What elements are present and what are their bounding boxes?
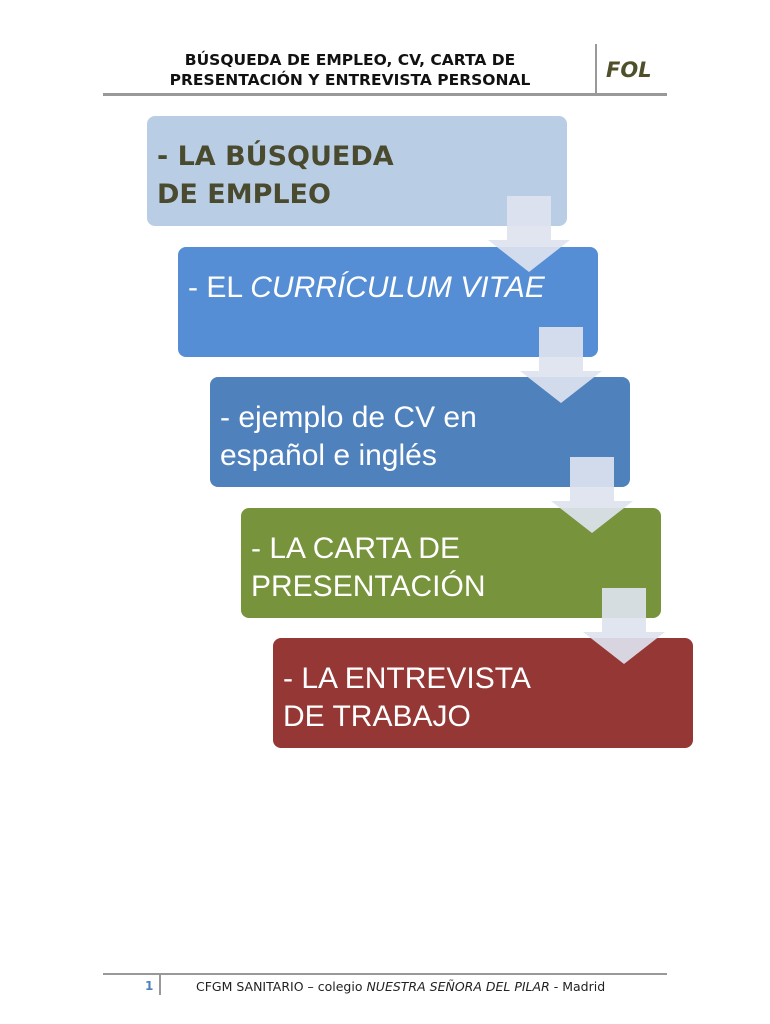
step-cover-letter: - LA CARTA DE PRESENTACIÓN [241, 508, 661, 618]
page-number: 1 [145, 979, 154, 993]
header-rule [103, 93, 667, 96]
document-title: BÚSQUEDA DE EMPLEO, CV, CARTA DE PRESENTA… [110, 50, 590, 90]
step-job-search: - LA BÚSQUEDA DE EMPLEO [147, 116, 567, 226]
footer-rule [103, 973, 667, 975]
step-text: - LA ENTREVISTA [283, 662, 531, 695]
down-arrow-icon [583, 588, 665, 664]
step-text-italic: CURRÍCULUM VITAE [250, 271, 545, 304]
footer-text-2: - Madrid [549, 979, 606, 994]
step-text: PRESENTACIÓN [251, 570, 486, 603]
subject-label: FOL [606, 58, 652, 82]
step-text: - LA CARTA DE [251, 532, 460, 565]
step-text: - EL [188, 271, 251, 304]
step-text: - LA BÚSQUEDA [157, 141, 394, 172]
down-arrow-icon [520, 327, 602, 403]
footer-text: CFGM SANITARIO – colegio NUESTRA SEÑORA … [196, 979, 605, 994]
down-arrow-icon [551, 457, 633, 533]
footer-text-1: CFGM SANITARIO – colegio [196, 979, 367, 994]
step-text: DE EMPLEO [157, 179, 331, 210]
step-text: DE TRABAJO [283, 700, 471, 733]
step-text: español e inglés [220, 439, 437, 472]
footer-school: NUESTRA SEÑORA DEL PILAR [366, 979, 550, 994]
header-divider [595, 44, 597, 94]
down-arrow-icon [488, 196, 570, 272]
title-line-1: BÚSQUEDA DE EMPLEO, CV, CARTA DE [184, 51, 516, 69]
step-text: - ejemplo de CV en [220, 401, 477, 434]
title-line-2: PRESENTACIÓN Y ENTREVISTA PERSONAL [169, 71, 531, 89]
footer-divider [159, 975, 161, 995]
